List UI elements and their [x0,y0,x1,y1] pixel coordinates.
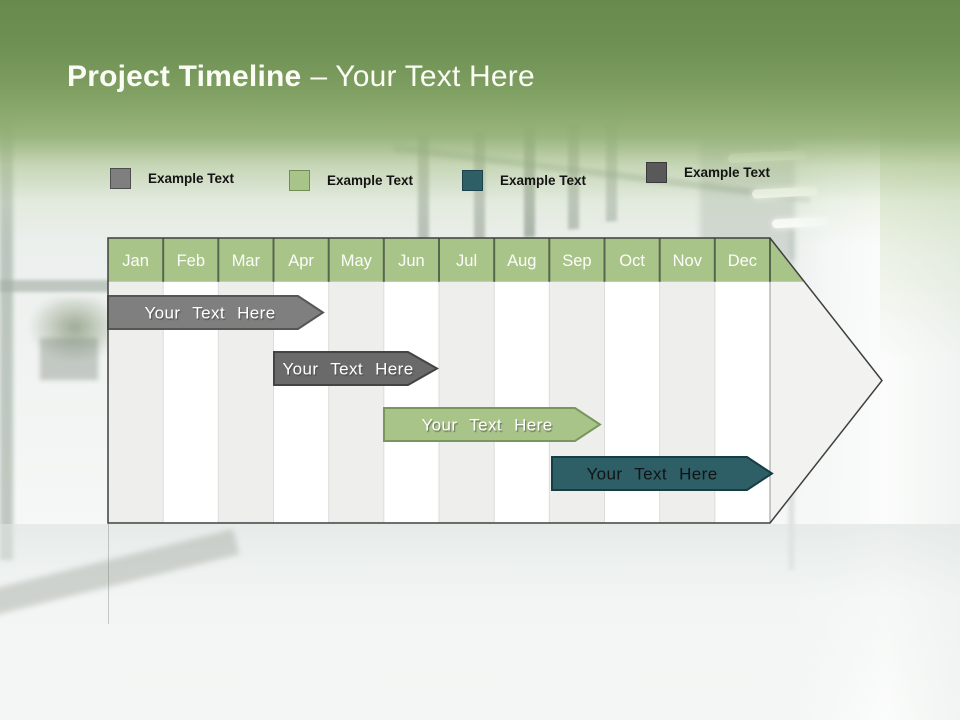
month-stripe [439,281,495,523]
month-label: Sep [562,252,591,270]
month-label: Feb [177,252,205,270]
month-label: Oct [619,252,645,270]
month-header [108,238,805,282]
gantt-bar-3: Your Text Here [383,407,602,442]
gantt-bar-label: Your Text Here [586,465,717,484]
legend-item-4: Example Text [646,162,770,183]
gantt-bar-4: Your Text Here [551,456,774,491]
legend-label: Example Text [148,171,235,186]
legend-item-1: Example Text [110,168,234,189]
timeline-chart: Jan Feb Mar Apr May Jun Jul Aug Sep Oct … [107,237,883,524]
gantt-bar-label: Your Text Here [282,360,413,379]
month-label: May [341,252,373,270]
slide-title-bold: Project Timeline [67,60,302,93]
month-label: Apr [288,252,314,270]
chart-arrow-outline [107,237,883,524]
month-label: Dec [728,252,757,270]
legend-label: Example Text [500,173,587,188]
gantt-bar-shape [551,456,774,491]
gantt-bar-label: Your Text Here [144,304,275,323]
legend-swatch-teal [462,170,483,191]
legend-swatch-darkgray [646,162,667,183]
slide-title-regular: – Your Text Here [310,60,535,93]
gantt-bar-2: Your Text Here [273,351,440,386]
month-label: Jul [456,252,477,270]
month-label: Mar [232,252,261,270]
month-label: Jan [122,252,149,270]
slide-title: Project Timeline– Your Text Here [67,60,535,94]
month-label: Jun [398,252,425,270]
legend-item-2: Example Text [289,170,413,191]
legend-swatch-green [289,170,310,191]
gantt-bar-1: Your Text Here [107,295,325,330]
month-stripe [328,281,384,523]
legend-item-3: Example Text [462,170,586,191]
gantt-bar-shape [273,351,440,386]
month-label: Aug [507,252,536,270]
month-label: Nov [673,252,703,270]
legend-label: Example Text [684,165,771,180]
gantt-bar-label: Your Text Here [421,416,552,435]
legend-label: Example Text [327,173,414,188]
gantt-bar-shape [383,407,602,442]
legend-swatch-gray [110,168,131,189]
